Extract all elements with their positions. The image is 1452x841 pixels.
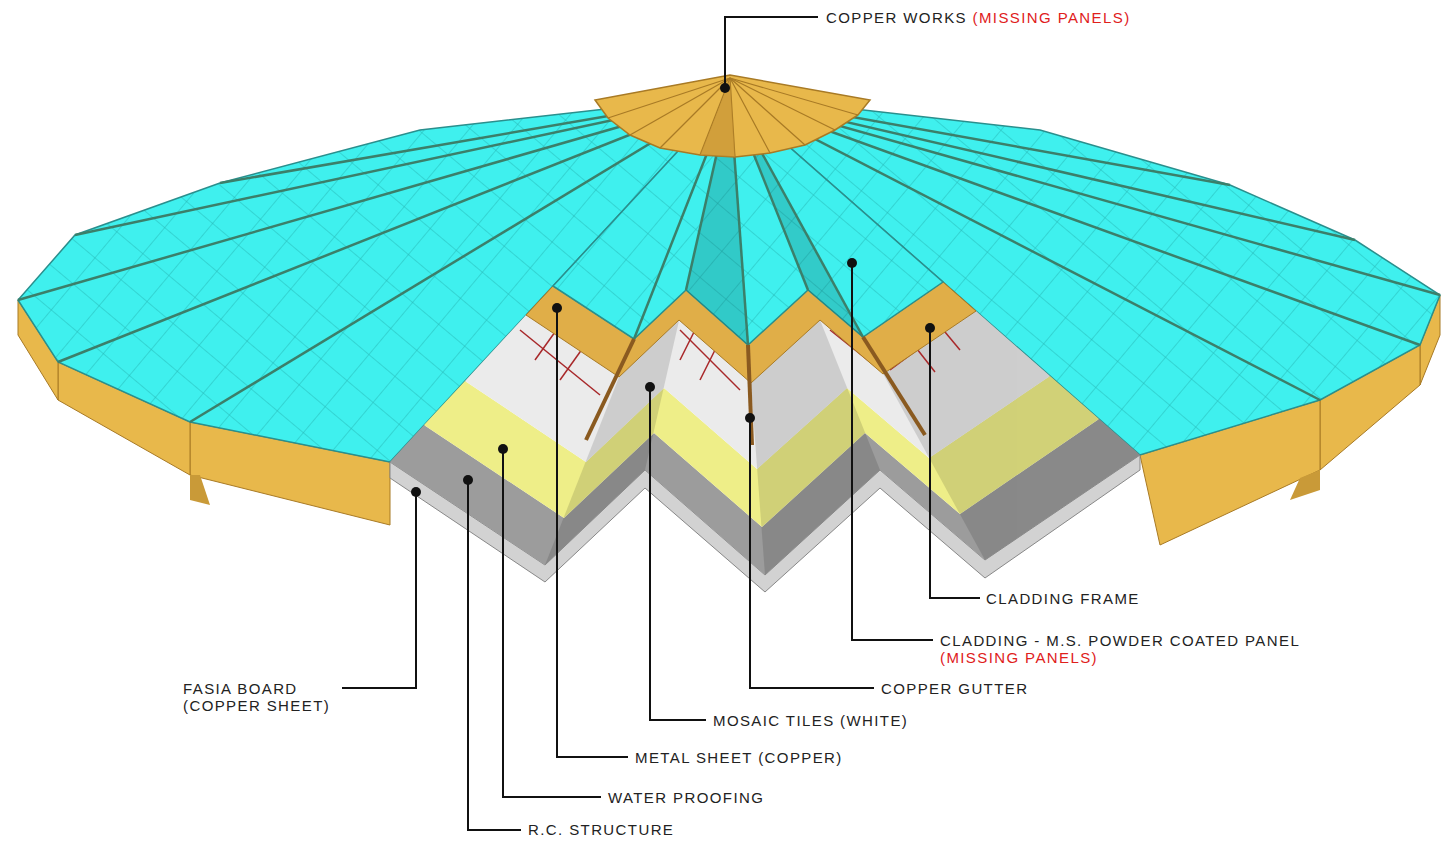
callout-group: FASIA BOARD (COPPER SHEET) <box>183 680 335 714</box>
callout-group: CLADDING - M.S. POWDER COATED PANEL (MIS… <box>940 632 1302 666</box>
callout-group: METAL SHEET (COPPER) <box>635 749 843 766</box>
part-label: COPPER GUTTER <box>881 680 1028 697</box>
callout-group: MOSAIC TILES (WHITE) <box>713 712 908 729</box>
callout-group: CLADDING FRAME <box>986 590 1140 607</box>
part-label: MOSAIC TILES (WHITE) <box>713 712 908 729</box>
callout-group: R.C. STRUCTURE <box>528 821 674 838</box>
part-label: COPPER WORKS <box>826 9 967 26</box>
status-note: (MISSING PANELS) <box>940 649 1098 666</box>
part-label: WATER PROOFING <box>608 789 764 806</box>
part-label: CLADDING - M.S. POWDER COATED PANEL <box>940 632 1300 649</box>
callout-group: WATER PROOFING <box>608 789 764 806</box>
callout-group: COPPER WORKS (MISSING PANELS) <box>826 9 1131 26</box>
part-label: METAL SHEET (COPPER) <box>635 749 843 766</box>
callout-group: COPPER GUTTER <box>881 680 1028 697</box>
part-label: FASIA BOARD (COPPER SHEET) <box>183 680 330 714</box>
part-label: CLADDING FRAME <box>986 590 1140 607</box>
part-label: R.C. STRUCTURE <box>528 821 674 838</box>
status-note: (MISSING PANELS) <box>973 9 1131 26</box>
